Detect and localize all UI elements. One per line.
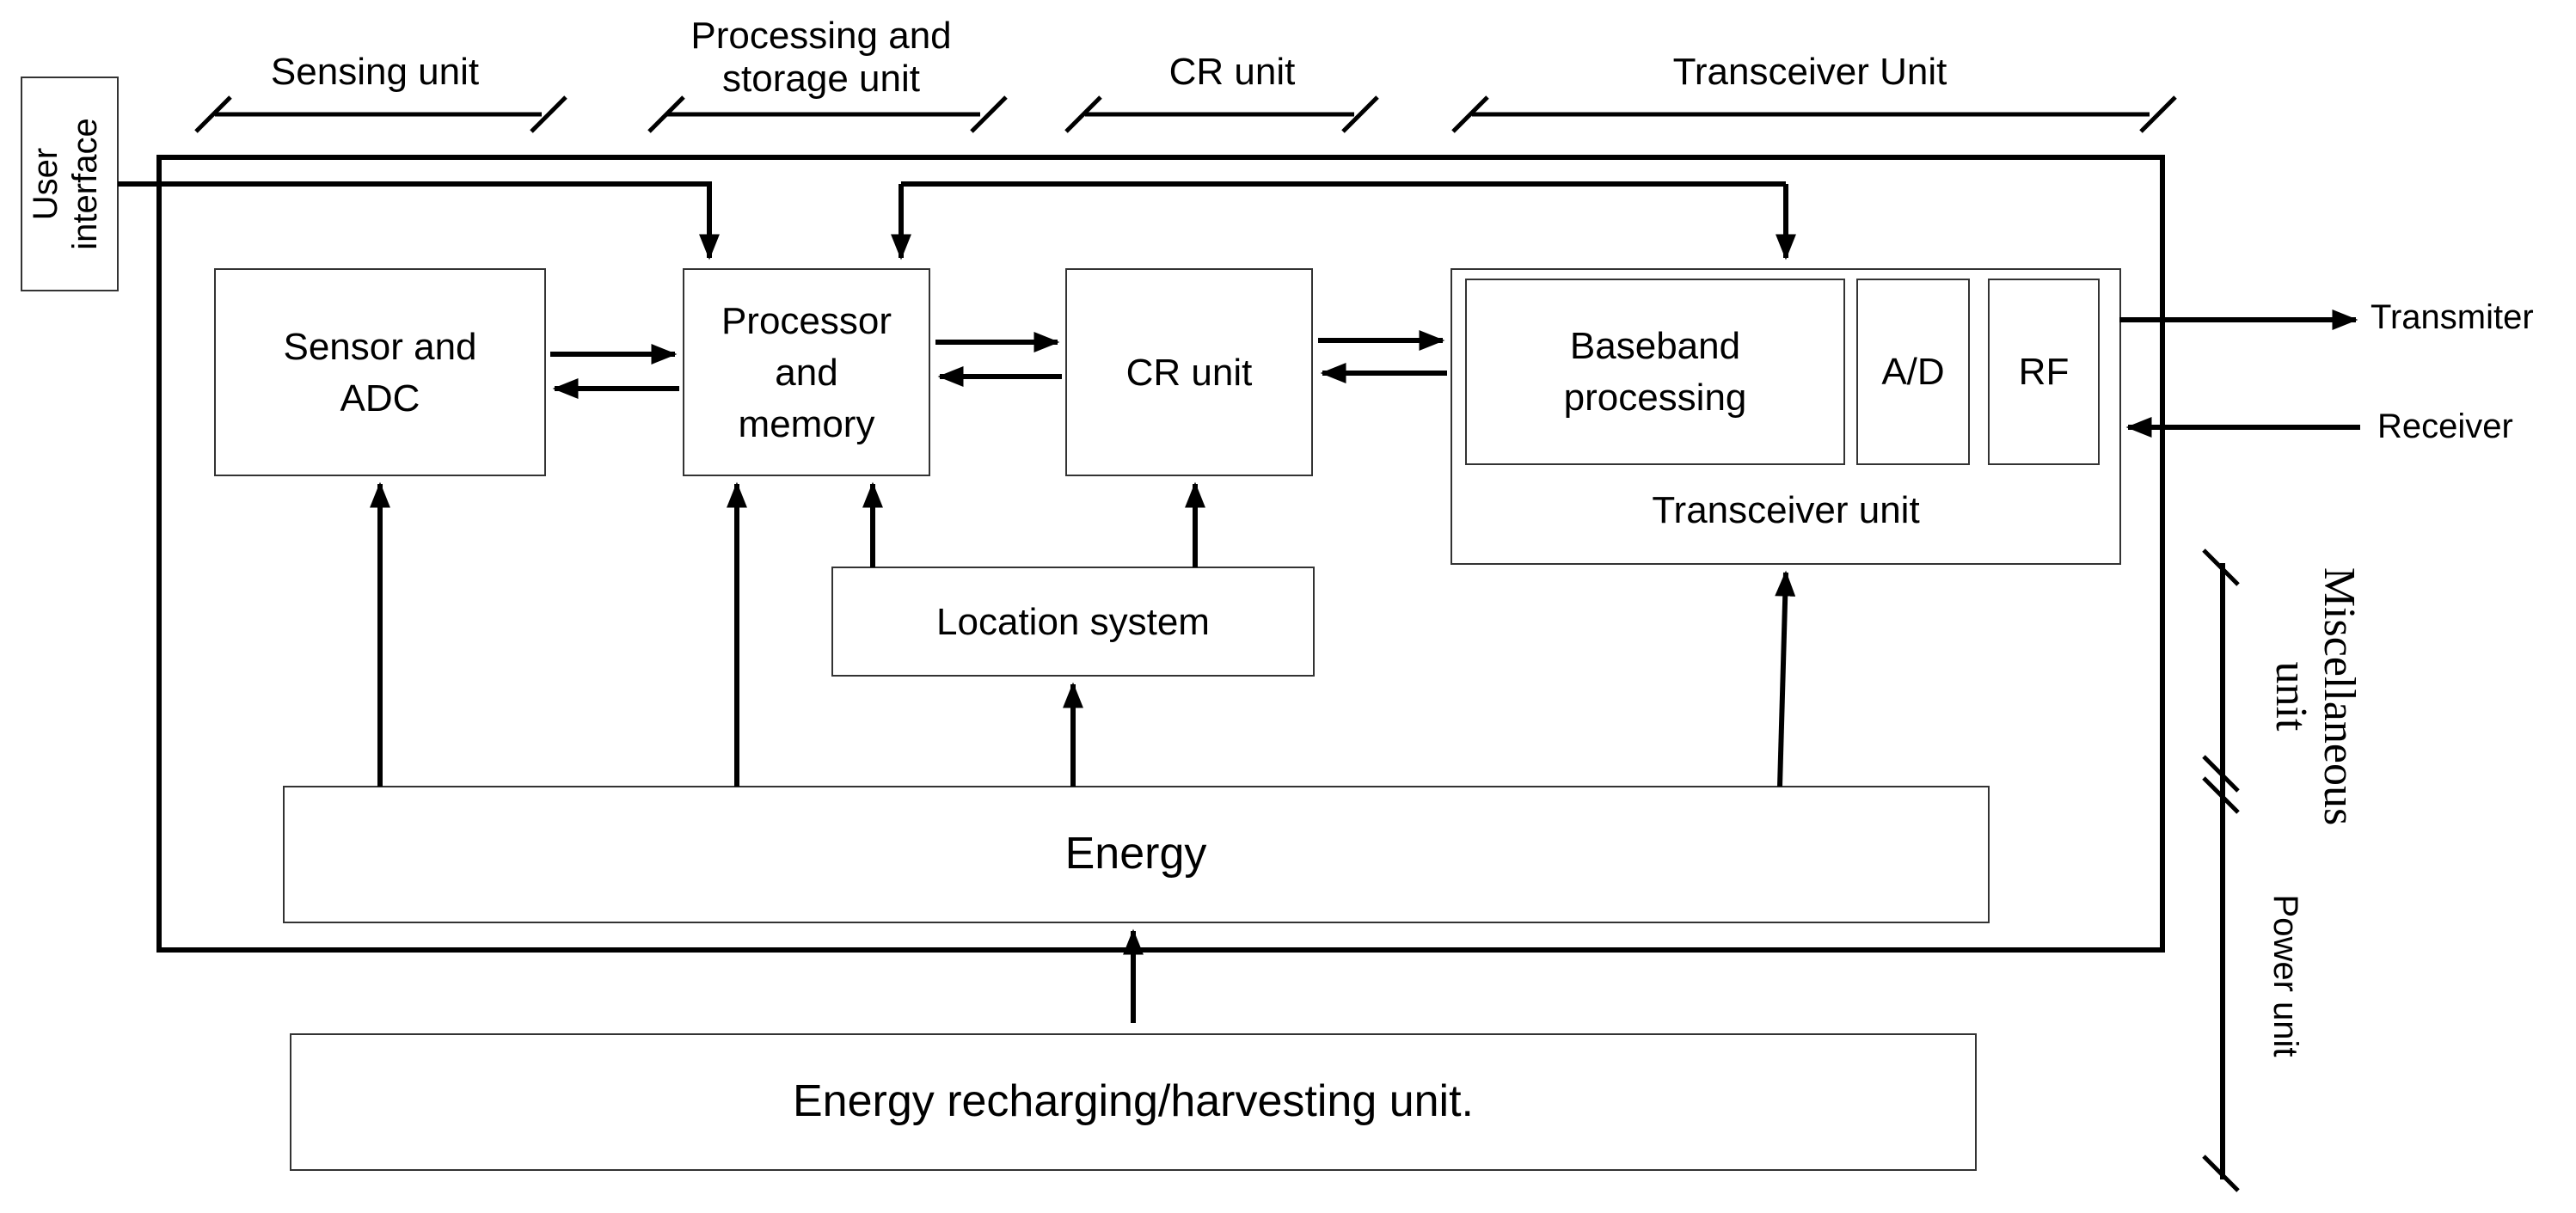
transmitter-label: Transmiter bbox=[2371, 298, 2534, 336]
misc-label-2: unit bbox=[2266, 662, 2315, 732]
baseband-block bbox=[1465, 279, 1845, 465]
control-bus bbox=[118, 181, 1796, 260]
recharging-label: Energy recharging/harvesting unit. bbox=[793, 1076, 1474, 1126]
baseband-label-1: Baseband bbox=[1570, 325, 1740, 367]
processor-label-1: Processor bbox=[721, 300, 892, 342]
cr-unit-label: CR unit bbox=[1126, 352, 1253, 394]
sensor-label-1: Sensor and bbox=[283, 326, 476, 368]
sensor-label-2: ADC bbox=[340, 377, 420, 420]
group-label-transceiver: Transceiver Unit bbox=[1673, 51, 1947, 93]
group-label-cr: CR unit bbox=[1169, 51, 1296, 93]
user-interface-label-2: interface bbox=[66, 118, 104, 249]
baseband-label-2: processing bbox=[1564, 377, 1747, 419]
user-interface-label-1: User bbox=[27, 148, 64, 220]
group-label-sensing: Sensing unit bbox=[271, 51, 479, 93]
processor-memory-block: Processor and memory bbox=[683, 268, 930, 476]
io-arrows: Transmiter Receiver bbox=[2119, 298, 2534, 445]
processor-label-3: memory bbox=[739, 403, 875, 445]
power-unit-label: Power unit bbox=[2266, 895, 2304, 1057]
ad-block bbox=[1856, 279, 1970, 465]
data-arrows bbox=[550, 330, 1447, 399]
node-frame bbox=[156, 155, 2165, 953]
ad-label: A/D bbox=[1881, 351, 1944, 393]
energy-recharging-block: Energy recharging/harvesting unit. bbox=[290, 1033, 1977, 1171]
rf-label: RF bbox=[2019, 351, 2070, 393]
misc-label-1: Miscellaneous bbox=[2315, 567, 2364, 825]
energy-label: Energy bbox=[1065, 829, 1207, 879]
group-sensing-unit: Sensing unit bbox=[194, 51, 567, 133]
location-system-block: Location system bbox=[831, 567, 1315, 677]
group-label-processing-1: Processing and bbox=[690, 15, 951, 57]
group-label-processing-2: storage unit bbox=[722, 58, 920, 100]
user-interface-box: User interface bbox=[21, 77, 119, 291]
location-label: Location system bbox=[936, 601, 1210, 643]
sensor-adc-block: Sensor and ADC bbox=[214, 268, 546, 476]
processor-label-2: and bbox=[775, 352, 837, 394]
side-bracket: Miscellaneous unit Power unit bbox=[2202, 548, 2364, 1192]
group-transceiver-unit: Transceiver Unit bbox=[1451, 51, 2177, 133]
group-processing-unit: Processing and storage unit bbox=[647, 15, 1008, 133]
transceiver-block: Baseband processing A/D RF Transceiver u… bbox=[1451, 268, 2121, 565]
energy-block: Energy bbox=[283, 786, 1990, 923]
receiver-label: Receiver bbox=[2377, 407, 2513, 445]
rf-block bbox=[1988, 279, 2100, 465]
cr-unit-block: CR unit bbox=[1065, 268, 1313, 476]
transceiver-unit-label: Transceiver unit bbox=[1652, 489, 1919, 531]
energy-arrows bbox=[370, 481, 1796, 1023]
group-cr-unit: CR unit bbox=[1064, 51, 1379, 133]
